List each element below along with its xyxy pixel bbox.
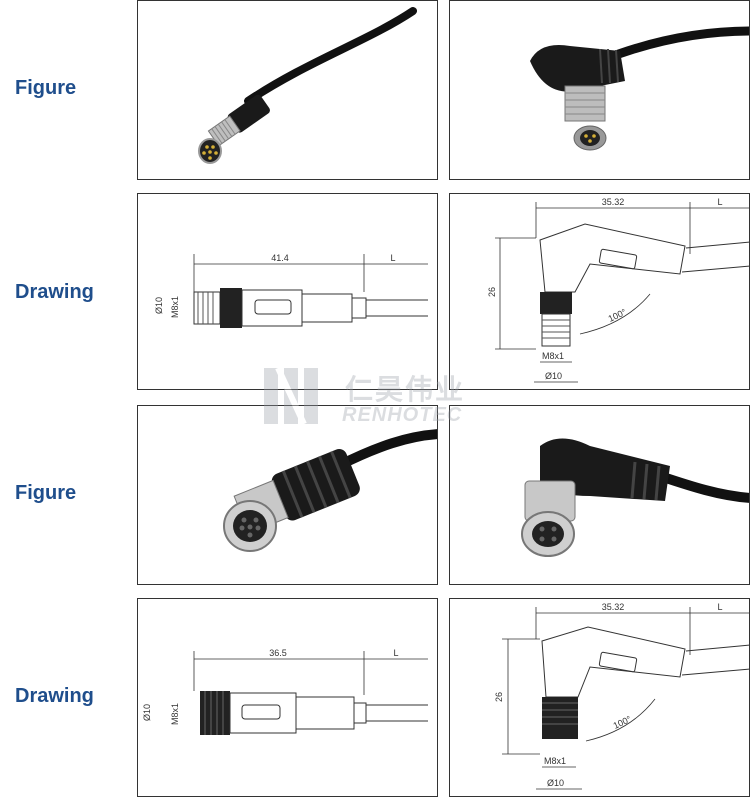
- watermark-en: RENHOTEC: [342, 404, 463, 426]
- row-label-drawing-1: Drawing: [15, 281, 94, 303]
- photo-male-straight: [137, 0, 438, 180]
- dim-thread: M8x1: [544, 756, 566, 766]
- dim-diameter: Ø10: [545, 371, 562, 381]
- photo-female-straight: [137, 405, 438, 585]
- dim-length: 41.4: [271, 253, 289, 263]
- dim-diameter: Ø10: [547, 778, 564, 788]
- watermark-cn: 仁昊伟业: [345, 374, 466, 405]
- dim-l: L: [390, 253, 395, 263]
- dim-thread: M8x1: [542, 351, 564, 361]
- dim-l: L: [717, 197, 722, 207]
- watermark-logo-icon: [264, 366, 318, 426]
- watermark: 仁昊伟业 RENHOTEC: [262, 364, 502, 434]
- dim-height: 26: [494, 692, 504, 702]
- dim-angle: 100°: [612, 714, 633, 731]
- dim-thread: M8x1: [170, 296, 180, 318]
- dim-l: L: [717, 602, 722, 612]
- dim-length: 36.5: [269, 648, 287, 658]
- dim-length: 35.32: [602, 197, 625, 207]
- row-label-figure-1: Figure: [15, 77, 77, 99]
- row-label-drawing-2: Drawing: [15, 685, 94, 707]
- drawing-male-angled: 35.32 L 26 100° M8x1 Ø10: [449, 193, 750, 390]
- dim-height: 26: [487, 287, 497, 297]
- photo-female-angled: [449, 405, 750, 585]
- photo-male-angled: [449, 0, 750, 180]
- dim-thread: M8x1: [170, 703, 180, 725]
- drawing-male-straight: 41.4 L Ø10 M8x1: [137, 193, 438, 390]
- drawing-female-straight: 36.5 L Ø10 M8x1: [137, 598, 438, 797]
- drawing-female-angled: 35.32 L 26 100° M8x1 Ø10: [449, 598, 750, 797]
- row-label-figure-2: Figure: [15, 482, 77, 504]
- dim-diameter: Ø10: [142, 704, 152, 721]
- dim-l: L: [393, 648, 398, 658]
- dim-diameter: Ø10: [154, 297, 164, 314]
- dim-angle: 100°: [607, 307, 628, 324]
- dim-length: 35.32: [602, 602, 625, 612]
